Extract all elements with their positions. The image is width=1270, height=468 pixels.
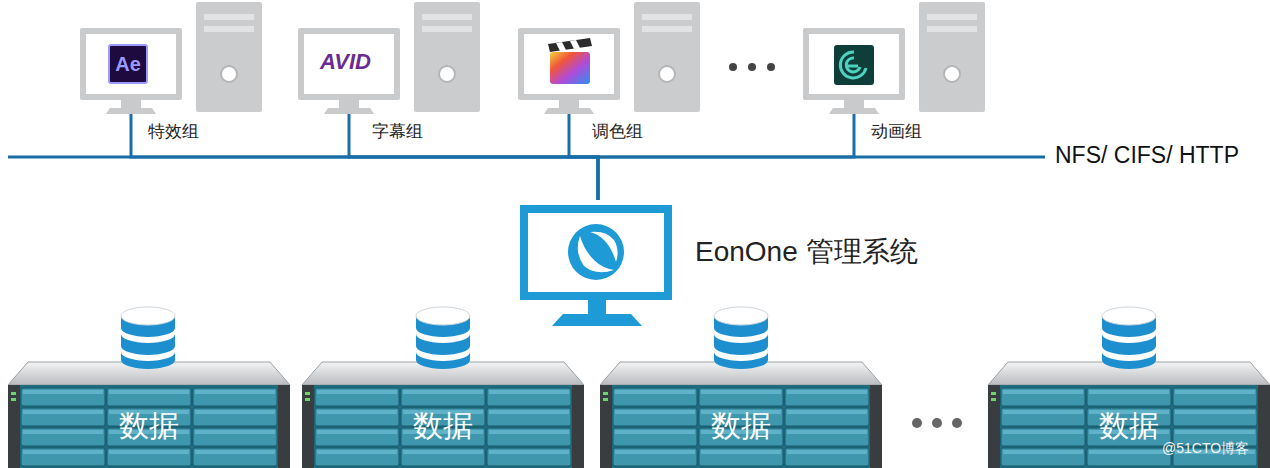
storage-array [600, 362, 882, 468]
ellipsis [912, 418, 962, 428]
node-label: 数据 [711, 409, 771, 444]
ellipsis [729, 63, 775, 71]
node-label: EonOne 管理系统 [695, 236, 1270, 268]
storage-array [988, 362, 1270, 468]
node-label: 动画组 [871, 122, 1143, 142]
logo-text: AVID [320, 50, 371, 74]
workstation-group: 调色组 [516, 0, 794, 146]
node-label: Ae [115, 53, 141, 76]
node-label: 数据 [1099, 409, 1159, 444]
workstation-group: 动画组 [801, 0, 1073, 146]
storage-node: 数据 [8, 385, 290, 468]
network-link [569, 146, 598, 200]
database-icon [416, 307, 470, 369]
storage-array [8, 362, 290, 468]
storage-node: 数据 [600, 385, 882, 468]
app-icon: Ae [108, 44, 148, 84]
3dsmax-icon [834, 45, 874, 85]
node-label: 调色组 [592, 122, 870, 142]
watermark: @51CTO博客 [1162, 441, 1249, 456]
management-monitor [524, 209, 668, 326]
storage-node: 数据 [302, 385, 584, 468]
network-link [349, 146, 598, 200]
database-icon [1102, 307, 1156, 369]
network-link [131, 146, 598, 200]
workstation-group: 特效组Ae [78, 0, 350, 146]
management-system: EonOne 管理系统 [515, 200, 1121, 330]
database-icon [121, 307, 175, 369]
protocol-label: NFS/ CIFS/ HTTP [1055, 143, 1239, 168]
node-label: 数据 [413, 409, 473, 444]
database-icon [714, 307, 768, 369]
node-label: 数据 [119, 409, 179, 444]
final-cut-icon [548, 38, 592, 84]
storage-array [302, 362, 584, 468]
network-link [598, 146, 854, 200]
